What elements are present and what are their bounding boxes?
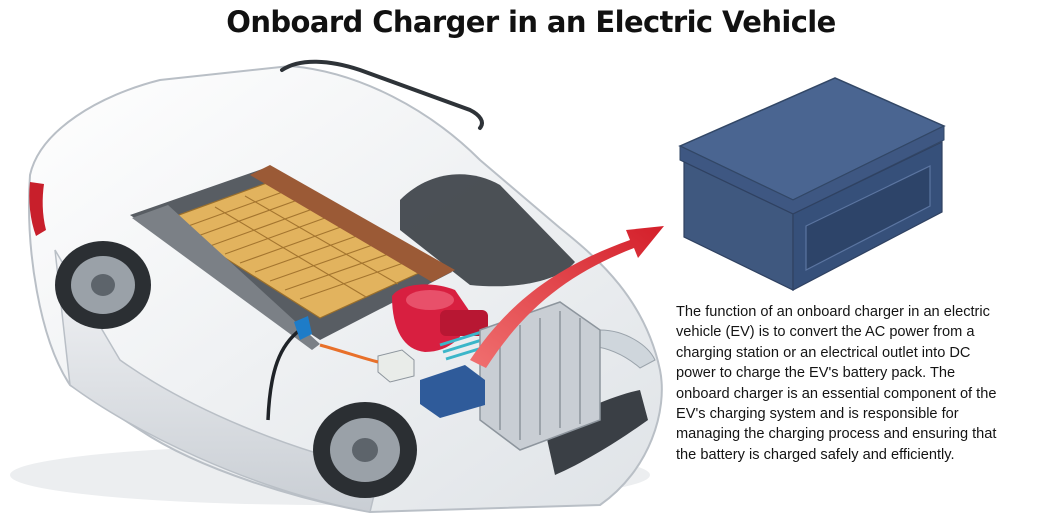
radiator-icon xyxy=(479,301,601,451)
tail-light xyxy=(29,182,46,236)
roof-rail xyxy=(280,59,484,130)
description-text: The function of an onboard charger in an… xyxy=(676,304,997,463)
drivetrain-components xyxy=(319,284,601,451)
charger-box-lid-rim xyxy=(679,125,945,215)
battery-end-block xyxy=(132,205,320,350)
curved-arrow-icon xyxy=(470,226,664,368)
headlight xyxy=(591,329,656,369)
windshield xyxy=(400,174,575,287)
electric-motor-icon xyxy=(392,284,488,352)
diagram-title: Onboard Charger in an Electric Vehicle xyxy=(226,5,836,39)
battery-cell-lines xyxy=(179,188,416,300)
front-wheel xyxy=(313,402,417,498)
battery-copper-modules xyxy=(250,165,455,282)
hv-cable xyxy=(319,343,379,364)
onboard-charger-box-icon xyxy=(678,77,946,291)
onboard-charger-unit xyxy=(420,365,485,418)
battery-pack-icon xyxy=(130,165,455,350)
charger-box-panel xyxy=(805,165,931,271)
junction-box xyxy=(377,349,415,383)
charging-plug-icon xyxy=(266,316,312,421)
rear-wheel xyxy=(55,241,151,329)
front-grille xyxy=(545,390,648,475)
